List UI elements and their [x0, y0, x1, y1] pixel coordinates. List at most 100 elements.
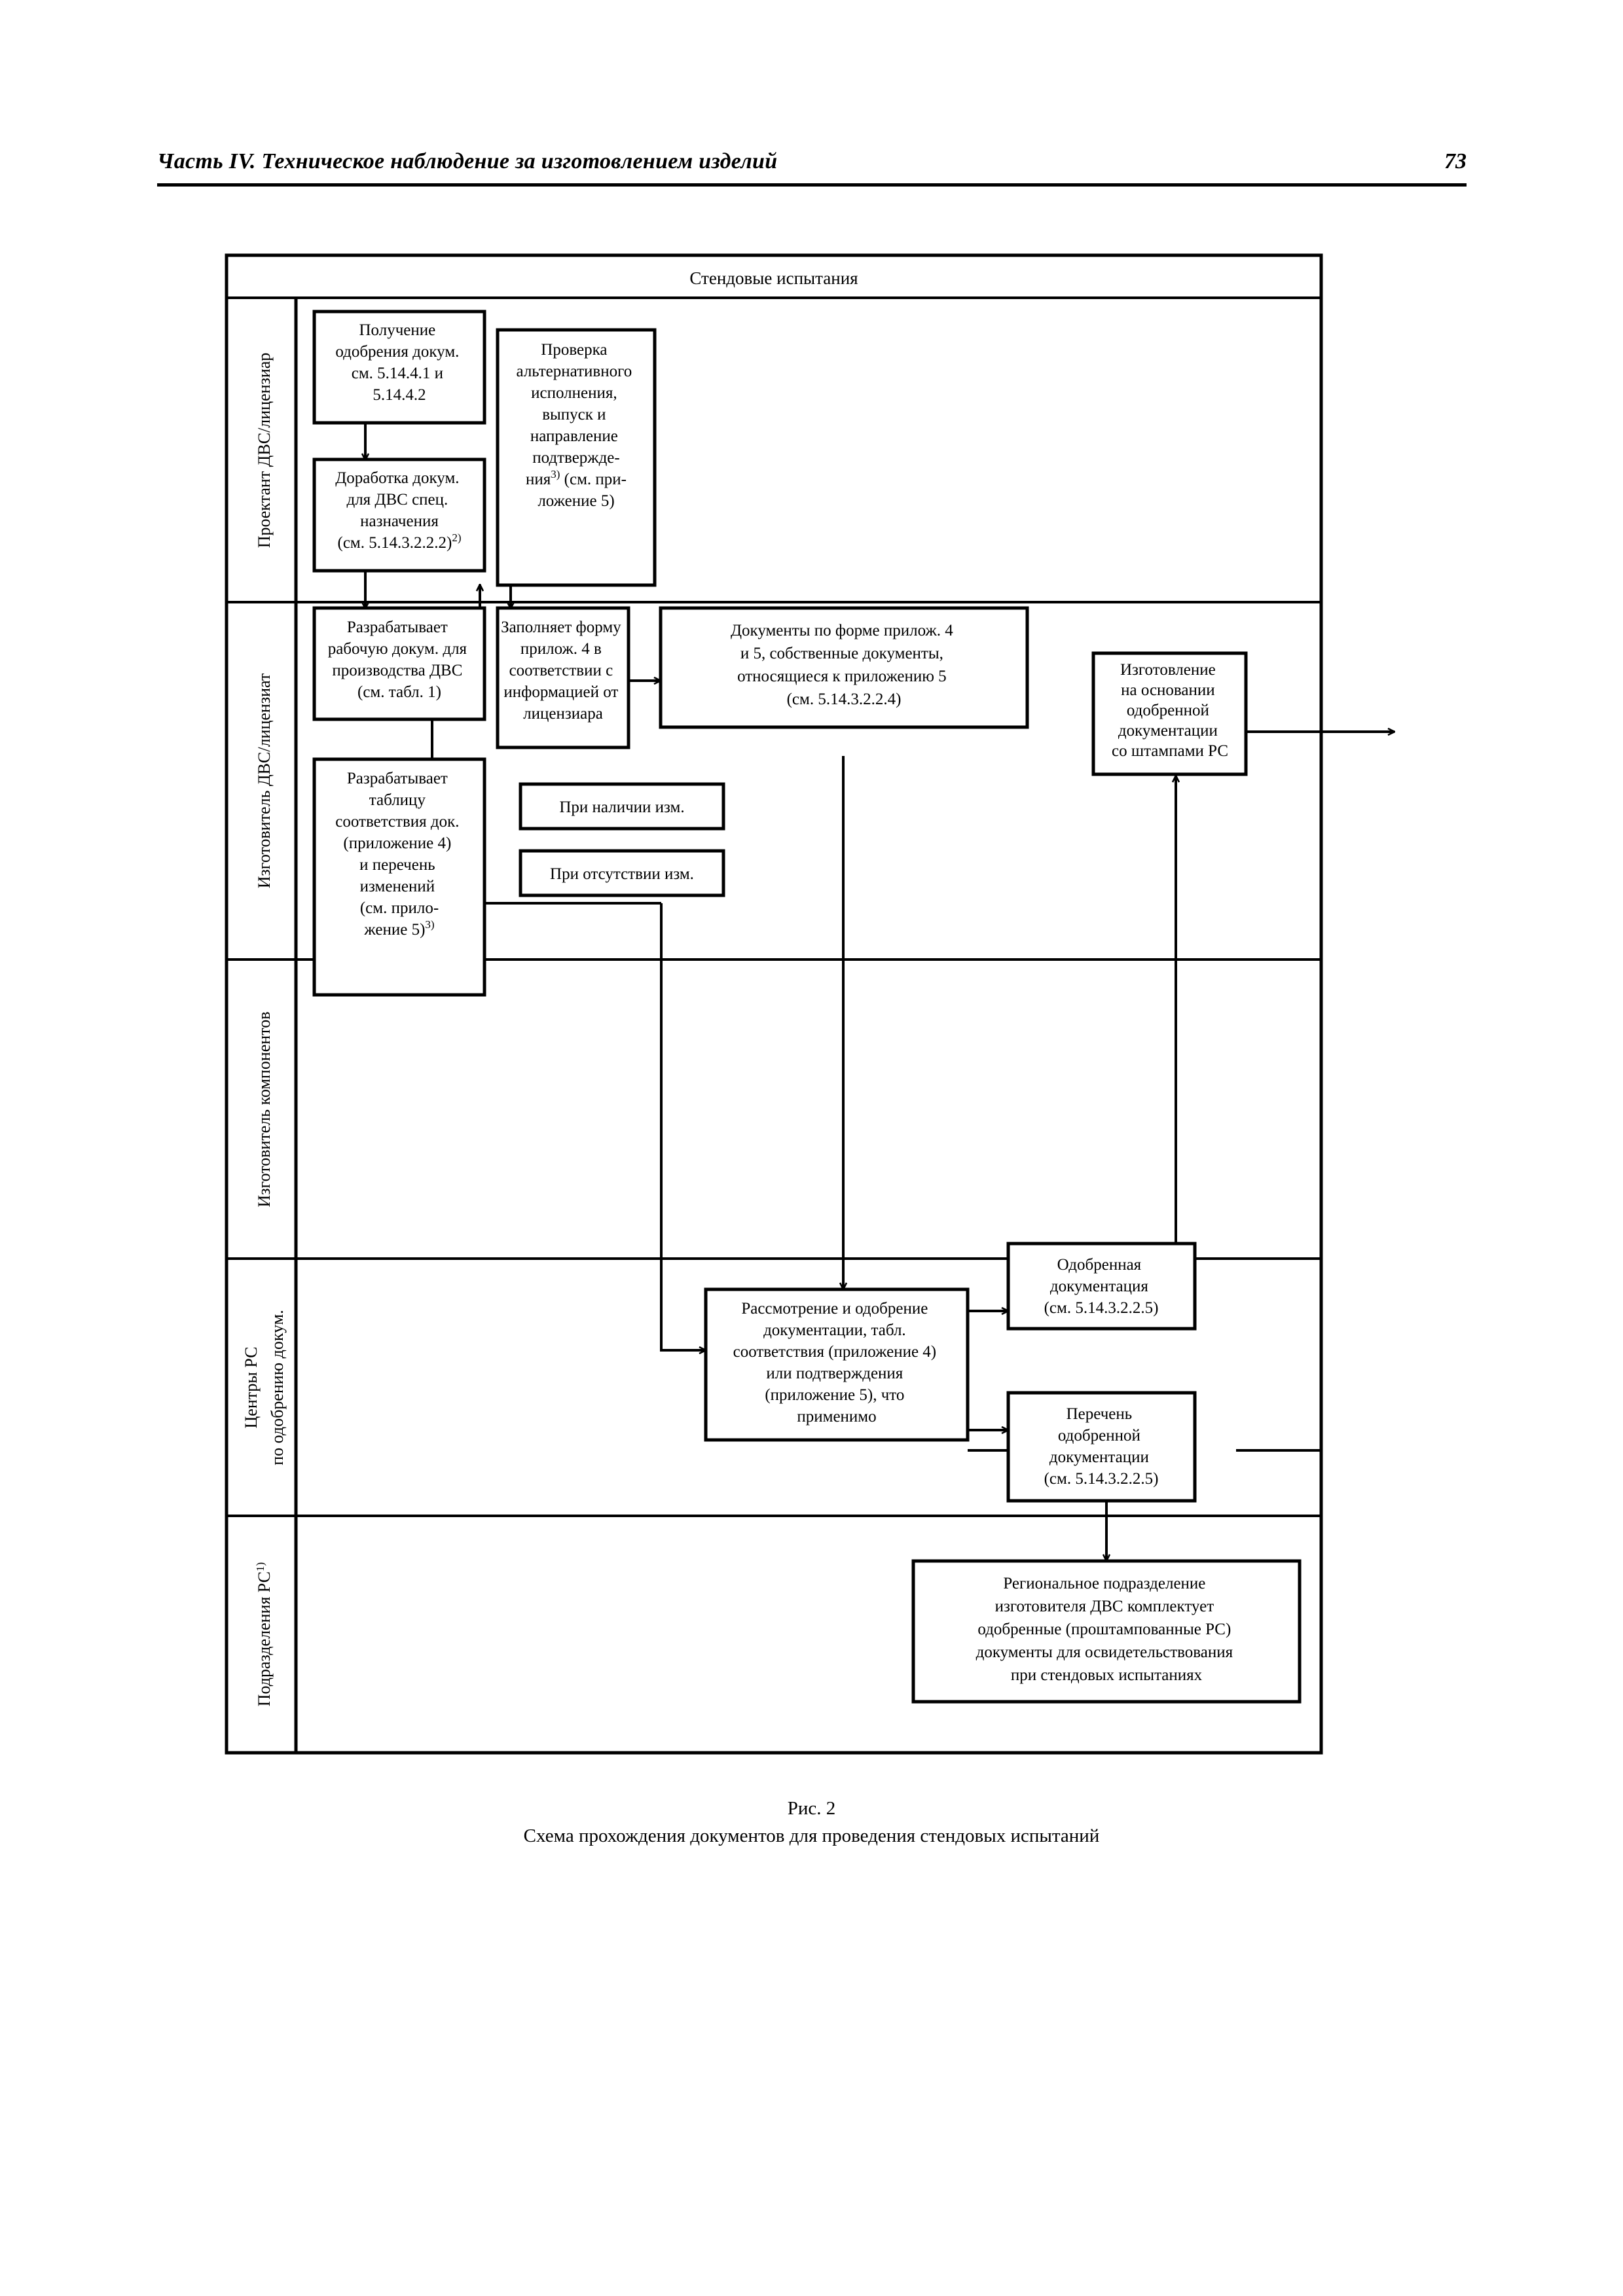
node-dorabotka-line4: (см. 5.14.3.2.2.2)	[338, 534, 452, 552]
node-regionalnoe-line2: изготовителя ДВС комплектует	[995, 1598, 1214, 1615]
node-regionalnoe-line1: Региональное подразделение	[1003, 1575, 1205, 1592]
node-proverka-line3: исполнения,	[531, 384, 617, 402]
node-razrab-tabl-line6: изменений	[360, 878, 435, 895]
node-odobrennaya-line1: Одобренная	[1057, 1256, 1142, 1274]
node-perechen-line4: (см. 5.14.3.2.2.5)	[1044, 1470, 1159, 1488]
node-odobrennaya-dokumentaciya: Одобренная документация (см. 5.14.3.2.2.…	[1006, 1242, 1197, 1331]
node-zapolnyaet-line3: соответствии с	[509, 662, 613, 679]
node-proverka: Проверка альтернативного исполнения, вып…	[496, 328, 657, 587]
running-head: Часть IV. Техническое наблюдение за изго…	[157, 149, 1467, 195]
svg-text:Доработка докум. для ДВС: Доработка докум. для ДВС спец. назначени…	[335, 469, 464, 530]
node-poluchenie-line1: Получение	[359, 321, 436, 339]
node-odobrennaya-line2: документация	[1050, 1278, 1149, 1295]
svg-text:жение 5)3): жение 5)3)	[363, 918, 434, 939]
page-number: 73	[1444, 149, 1467, 173]
node-proverka-last: ложение 5)	[538, 492, 614, 510]
node-zapolnyaet-line2: прилож. 4 в	[520, 640, 602, 658]
node-proverka-tail: (см. при-	[560, 471, 627, 488]
node-rassmotrenie-line4: или подтверждения	[766, 1365, 903, 1382]
node-razrab-tabl-line4: (приложение 4)	[343, 834, 451, 852]
node-razrab-rab-line1: Разрабатывает	[347, 619, 448, 636]
node-pri-otsutstvii-label: При отсутствии изм.	[550, 865, 694, 883]
node-dokumenty-line1: Документы по форме прилож. 4	[731, 622, 953, 639]
node-proverka-line5: направление	[530, 427, 618, 445]
node-dokumenty-line4: (см. 5.14.3.2.2.4)	[787, 691, 902, 708]
node-pri-nalichii: При наличии изм.	[519, 782, 725, 831]
node-rassmotrenie: Рассмотрение и одобрение документации, т…	[704, 1287, 970, 1442]
node-zapolnyaet-line5: лицензиара	[523, 705, 603, 723]
svg-text:Подразделения РС1): Подразделения РС1)	[254, 1562, 274, 1706]
node-dorabotka: Доработка докум. для ДВС спец. назначени…	[312, 457, 486, 573]
node-regionalnoe-line5: при стендовых испытаниях	[1011, 1666, 1203, 1684]
svg-text:Заполняет форму прилож.: Заполняет форму прилож. 4 в соответствии…	[501, 619, 625, 723]
node-poluchenie: Получение одобрения докум. см. 5.14.4.1 …	[312, 310, 486, 425]
node-razrabatyvaet-rab: Разрабатывает рабочую докум. для произво…	[312, 606, 486, 721]
node-rassmotrenie-line2: документации, табл.	[763, 1321, 906, 1339]
node-proverka-line4: выпуск и	[542, 406, 606, 423]
running-head-title: Часть IV. Техническое наблюдение за изго…	[157, 149, 778, 173]
node-razrab-tabl-line2: таблицу	[369, 791, 426, 809]
lane-label-rs-divisions: Подразделения РС1)	[254, 1562, 274, 1706]
node-poluchenie-line4: 5.14.4.2	[373, 386, 426, 404]
node-izgotovlenie: Изготовление на основании одобренной док…	[1091, 651, 1248, 776]
node-regionalnoe-line4: документы для освидетельствования	[976, 1643, 1233, 1661]
node-zapolnyaet: Заполняет форму прилож. 4 в соответствии…	[496, 606, 630, 749]
node-proverka-line6: подтвержде-	[532, 449, 619, 467]
svg-text:Перечень одобренной: Перечень одобренной документации (см. 5.…	[1044, 1405, 1159, 1488]
svg-text:Разрабатывает рабочую до: Разрабатывает рабочую докум. для произво…	[328, 619, 471, 701]
figure-caption-text: Схема прохождения документов для проведе…	[523, 1825, 1100, 1846]
node-dorabotka-line1: Доработка докум.	[335, 469, 459, 487]
lane-label-rs-centers: Центры РС по одобрению докум.	[242, 1310, 287, 1465]
node-izgotovlenie-line5: со штампами РС	[1112, 742, 1228, 760]
node-razrab-tabl-line5: и перечень	[359, 856, 435, 874]
lane-label-rs-divisions-sup: 1)	[254, 1562, 266, 1571]
svg-text:Проверка альтернативного: Проверка альтернативного исполнения, вып…	[517, 341, 636, 467]
svg-text:Изготовление на основани: Изготовление на основании одобренной док…	[1112, 661, 1228, 760]
svg-text:Документы по форме прилож. 4: Документы по форме прилож. 4 и 5, собств…	[731, 622, 957, 708]
node-pri-otsutstvii: При отсутствии изм.	[519, 849, 725, 897]
node-odobrennaya-line3: (см. 5.14.3.2.2.5)	[1044, 1299, 1159, 1317]
lane-label-designer: Проектант ДВС/лицензиар	[255, 353, 274, 548]
node-zapolnyaet-line4: информацией от	[503, 683, 618, 701]
svg-text:Одобренная документация: Одобренная документация (см. 5.14.3.2.2.…	[1044, 1256, 1159, 1317]
node-pri-nalichii-label: При наличии изм.	[559, 798, 684, 816]
node-razrab-tabl-line8: жение 5)	[363, 921, 425, 939]
node-izgotovlenie-line4: документации	[1118, 722, 1218, 740]
banner-title: Стендовые испытания	[689, 268, 858, 288]
node-perechen-line1: Перечень	[1067, 1405, 1133, 1423]
node-razrab-tabl-sup: 3)	[425, 918, 434, 931]
lane-label-rs-centers-line1: Центры РС	[242, 1347, 261, 1429]
node-perechen: Перечень одобренной документации (см. 5.…	[1006, 1391, 1197, 1503]
node-dokumenty-line3: относящиеся к приложению 5	[737, 668, 947, 685]
node-razrab-tabl-line1: Разрабатывает	[347, 770, 448, 787]
node-rassmotrenie-line1: Рассмотрение и одобрение	[741, 1300, 928, 1318]
svg-text:Разрабатывает таблицу: Разрабатывает таблицу соответствия док. …	[335, 770, 464, 917]
node-razrab-rab-line4: (см. табл. 1)	[357, 683, 441, 701]
flowchart-svg: Стендовые испытания Проектант ДВС/лиценз…	[225, 253, 1623, 1755]
node-razrab-tabl-line7: (см. прило-	[360, 899, 439, 917]
node-izgotovlenie-line2: на основании	[1121, 681, 1215, 699]
svg-text:ния3) (см. при-: ния3) (см. при-	[526, 468, 627, 488]
svg-text:Рассмотрение и одобрение: Рассмотрение и одобрение документации, т…	[733, 1300, 941, 1426]
node-regionalnoe-line3: одобренные (проштампованные РС)	[977, 1621, 1231, 1638]
node-regionalnoe: Региональное подразделение изготовителя …	[911, 1559, 1302, 1704]
node-rassmotrenie-line6: применимо	[797, 1408, 876, 1426]
node-poluchenie-line3: см. 5.14.4.1 и	[352, 365, 443, 382]
lane-label-engine-maker: Изготовитель ДВС/лицензиат	[255, 673, 274, 888]
node-razrab-tabl-line3: соответствия док.	[335, 813, 459, 831]
node-perechen-line3: документации	[1049, 1448, 1149, 1466]
node-proverka-line1: Проверка	[541, 341, 607, 359]
node-rassmotrenie-line5: (приложение 5), что	[765, 1386, 904, 1404]
svg-text:(см. 5.14.3.2.2.2)2): (см. 5.14.3.2.2.2)2)	[338, 531, 462, 552]
figure-caption: Рис. 2 Схема прохождения документов для …	[0, 1795, 1623, 1850]
node-dokumenty-forme: Документы по форме прилож. 4 и 5, собств…	[659, 606, 1029, 729]
svg-text:Получение одобрения доку: Получение одобрения докум. см. 5.14.4.1 …	[335, 321, 463, 404]
node-dokumenty-line2: и 5, собственные документы,	[740, 645, 943, 662]
node-perechen-line2: одобренной	[1058, 1427, 1140, 1444]
node-rassmotrenie-line3: соответствия (приложение 4)	[733, 1343, 937, 1361]
connector-pri-otsutstvii-to-rassmotrenie	[660, 903, 706, 1350]
node-izgotovlenie-line3: одобренной	[1127, 702, 1209, 719]
header-rule	[157, 183, 1467, 187]
node-razrab-rab-line2: рабочую докум. для	[328, 640, 467, 658]
